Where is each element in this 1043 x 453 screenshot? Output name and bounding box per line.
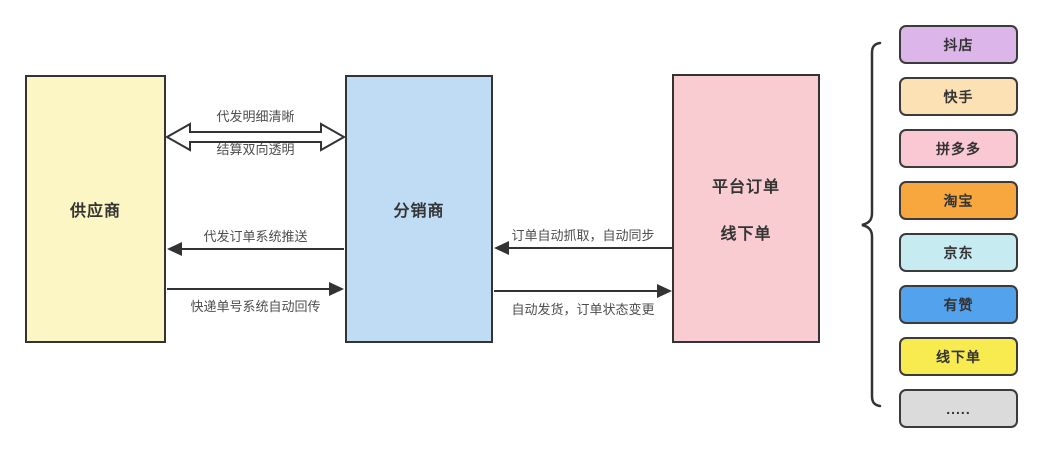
channel-item-label: 拼多多 [936,140,981,157]
node-distributor: 分销商 [345,75,493,343]
edge-label-order-capture-sync: 订单自动抓取，自动同步 [511,228,655,243]
channel-item-label: 线下单 [936,348,981,365]
edge-label-order-push: 代发订单系统推送 [203,229,308,244]
channel-item: 淘宝 [899,181,1018,220]
arrow-platform-to-distributor [494,241,672,255]
node-platform-orders: 平台订单 线下单 [672,74,820,343]
channel-item-label: 快手 [943,88,974,105]
channel-item-label: 有赞 [943,296,974,313]
channel-item: 有赞 [899,285,1018,324]
node-platform-label-line2: 线下单 [720,226,772,243]
channel-list: 抖店快手拼多多淘宝京东有赞线下单..... [899,25,1018,428]
channel-item: 快手 [899,77,1018,116]
channel-item: 京东 [899,233,1018,272]
node-distributor-label: 分销商 [393,203,445,220]
channel-item: 线下单 [899,337,1018,376]
arrow-distributor-to-platform [494,284,672,298]
edge-label-settlement-transparent: 结算双向透明 [216,142,295,157]
node-supplier: 供应商 [25,75,166,343]
channel-item: 拼多多 [899,129,1018,168]
channel-item-label: 淘宝 [943,192,974,209]
arrow-distributor-to-supplier [167,242,344,256]
channel-group-brace [861,41,882,408]
edge-label-consignment-detail: 代发明细清晰 [216,109,295,124]
node-supplier-label: 供应商 [69,203,121,220]
channel-item-label: 抖店 [943,36,974,53]
edge-label-tracking-return: 快递单号系统自动回传 [190,299,321,314]
channel-item: ..... [899,389,1018,428]
arrow-supplier-to-distributor [167,282,344,296]
node-platform-label-line1: 平台订单 [711,179,780,196]
edge-label-auto-ship-status: 自动发货，订单状态变更 [511,302,655,317]
double-arrow-supplier-distributor [164,122,347,152]
channel-item: 抖店 [899,25,1018,64]
channel-item-label: 京东 [943,244,974,261]
channel-item-label: ..... [946,400,971,417]
